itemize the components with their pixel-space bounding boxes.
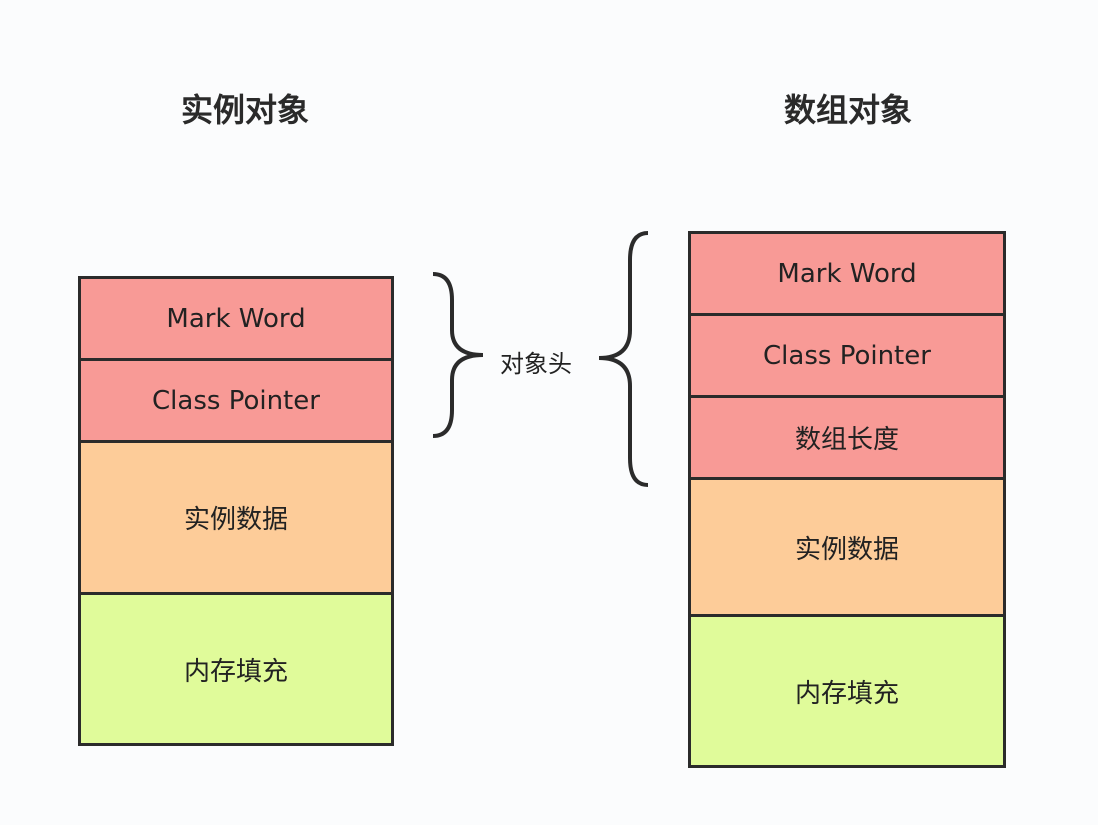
mark-word-cell: Mark Word bbox=[81, 279, 391, 361]
left-brace-icon bbox=[432, 272, 484, 438]
instance-data-cell: 实例数据 bbox=[81, 443, 391, 595]
mark-word-cell: Mark Word bbox=[691, 234, 1003, 316]
array-object-title: 数组对象 bbox=[783, 91, 912, 129]
padding-cell: 内存填充 bbox=[81, 595, 391, 743]
array-length-cell: 数组长度 bbox=[691, 398, 1003, 480]
right-brace-icon bbox=[598, 231, 649, 487]
instance-data-cell: 实例数据 bbox=[691, 480, 1003, 617]
array-object-diagram: Mark Word Class Pointer 数组长度 实例数据 内存填充 bbox=[688, 231, 1006, 768]
object-header-label: 对象头 bbox=[500, 350, 572, 378]
instance-object-diagram: Mark Word Class Pointer 实例数据 内存填充 bbox=[78, 276, 394, 746]
instance-object-title: 实例对象 bbox=[180, 91, 309, 129]
padding-cell: 内存填充 bbox=[691, 617, 1003, 765]
class-pointer-cell: Class Pointer bbox=[81, 361, 391, 443]
class-pointer-cell: Class Pointer bbox=[691, 316, 1003, 398]
